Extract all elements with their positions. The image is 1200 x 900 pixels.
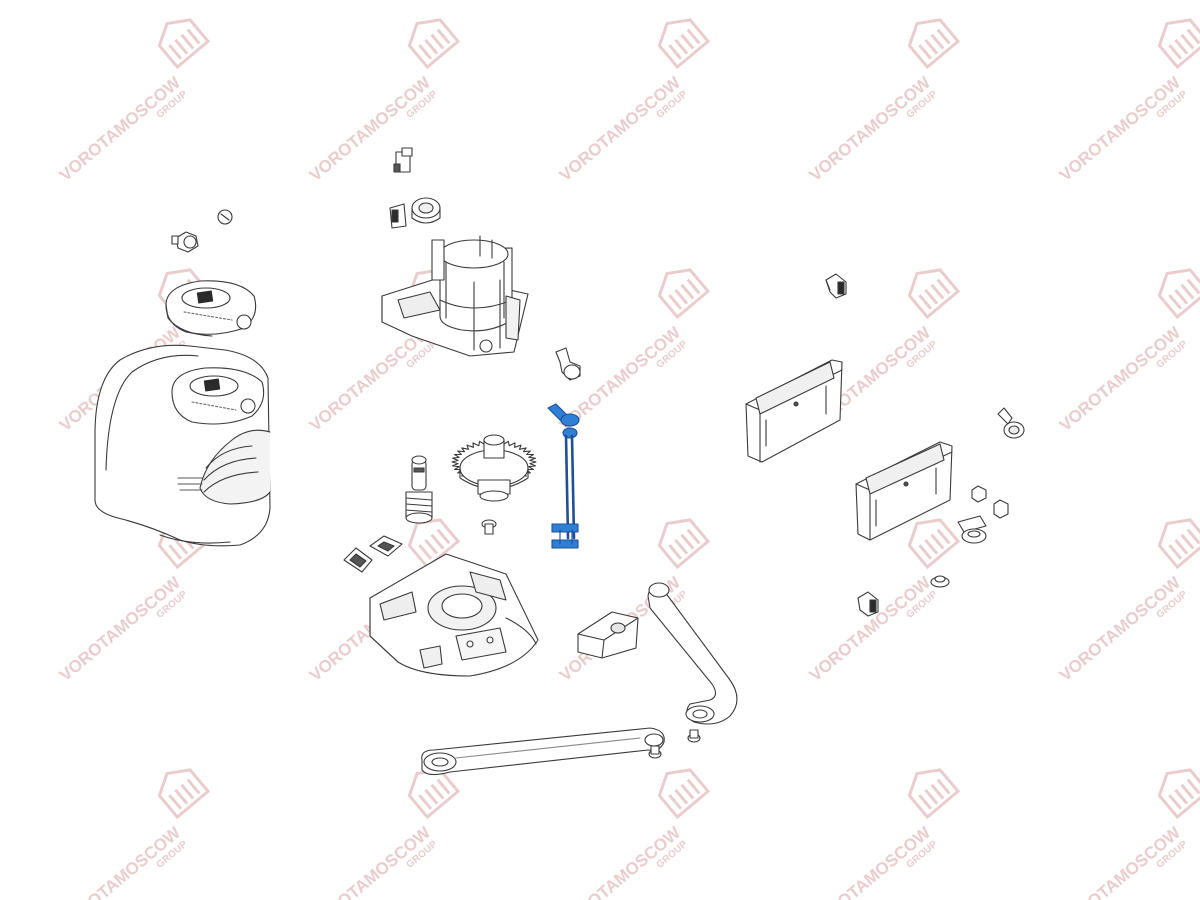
spacer[interactable] bbox=[958, 516, 986, 543]
watermark-text: VOROTAMOSCOW bbox=[806, 572, 935, 685]
watermark-text: VOROTAMOSCOW bbox=[556, 72, 685, 185]
bracket-lower[interactable] bbox=[856, 442, 952, 540]
arm-pin-a[interactable] bbox=[688, 730, 700, 742]
cover-cap[interactable] bbox=[166, 281, 256, 336]
washer[interactable] bbox=[931, 576, 949, 587]
bolt-bottom[interactable] bbox=[858, 592, 878, 616]
watermark-text: VOROTAMOSCOW bbox=[306, 322, 435, 435]
small-knob[interactable] bbox=[218, 210, 232, 224]
watermark-logo-icon bbox=[907, 18, 961, 70]
terminal-connector[interactable] bbox=[394, 148, 412, 172]
watermark-text: VOROTAMOSCOW bbox=[306, 72, 435, 185]
cover-housing[interactable] bbox=[95, 345, 270, 546]
watermark-logo-icon bbox=[1157, 768, 1200, 820]
watermark-logo-icon bbox=[907, 768, 961, 820]
output-gear[interactable] bbox=[452, 435, 536, 501]
watermark-logo-icon bbox=[1157, 268, 1200, 320]
stop-block[interactable] bbox=[578, 612, 638, 658]
watermark-logo-icon bbox=[657, 18, 711, 70]
watermark-logo-icon bbox=[1157, 518, 1200, 570]
wing-bolt[interactable] bbox=[998, 408, 1024, 438]
release-rod[interactable] bbox=[548, 404, 579, 548]
watermark-logo-icon bbox=[907, 268, 961, 320]
worm-shaft[interactable] bbox=[406, 456, 432, 523]
watermark-logo-icon bbox=[407, 768, 461, 820]
cable-clip-b[interactable] bbox=[370, 536, 402, 556]
watermark-text: VOROTAMOSCOW bbox=[806, 72, 935, 185]
watermark-text: VOROTAMOSCOW bbox=[56, 72, 185, 185]
straight-arm[interactable] bbox=[422, 728, 664, 775]
watermark-logo-icon bbox=[157, 768, 211, 820]
watermark-logo-icon bbox=[657, 268, 711, 320]
watermark-logo-icon bbox=[407, 18, 461, 70]
capacitor-clip[interactable] bbox=[390, 198, 440, 228]
watermark-logo-icon bbox=[407, 518, 461, 570]
watermark-logo-icon bbox=[907, 518, 961, 570]
watermark-text: VOROTAMOSCOW bbox=[1056, 322, 1185, 435]
bracket-upper[interactable] bbox=[746, 360, 842, 462]
gear-screw[interactable] bbox=[482, 520, 496, 534]
lock-cylinder[interactable] bbox=[172, 232, 198, 252]
bolt-top[interactable] bbox=[826, 274, 846, 298]
watermark-text: VOROTAMOSCOW bbox=[1056, 572, 1185, 685]
curved-arm[interactable] bbox=[648, 583, 737, 724]
watermark-logo-icon bbox=[657, 518, 711, 570]
watermark-text: VOROTAMOSCOW bbox=[1056, 72, 1185, 185]
gearbox-base[interactable] bbox=[370, 554, 538, 676]
watermark-logo-icon bbox=[657, 768, 711, 820]
nut-a[interactable] bbox=[972, 486, 986, 502]
motor-assembly[interactable] bbox=[382, 236, 528, 356]
watermark-logo-icon bbox=[1157, 18, 1200, 70]
watermark-logo-icon bbox=[157, 18, 211, 70]
watermark-text: VOROTAMOSCOW bbox=[56, 572, 185, 685]
arm-pin-b[interactable] bbox=[649, 746, 661, 758]
limit-lever[interactable] bbox=[556, 348, 580, 380]
cable-clip-a[interactable] bbox=[344, 548, 372, 572]
nut-b[interactable] bbox=[994, 500, 1008, 518]
